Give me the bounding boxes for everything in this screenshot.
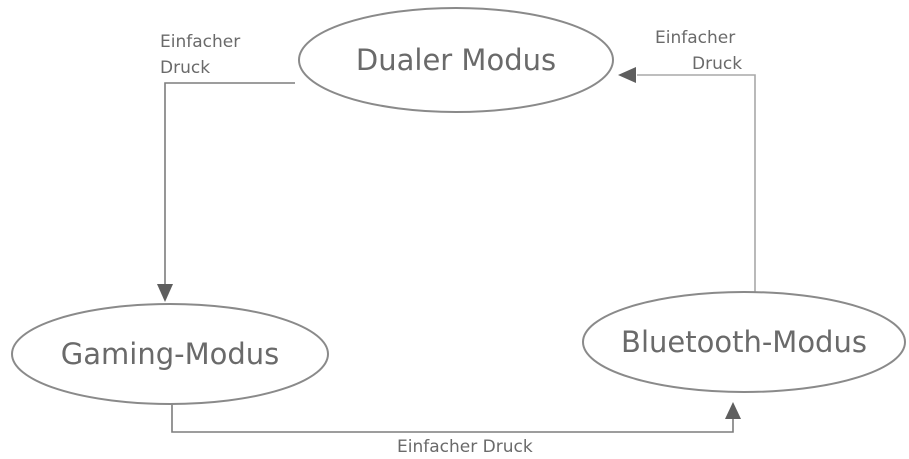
node-dualer-modus: Dualer Modus	[298, 7, 614, 113]
edge-line-gaming-to-bluetooth	[171, 404, 734, 433]
node-ellipse-bluetooth-modus	[582, 291, 906, 393]
edge-line-dual-to-gaming	[164, 82, 295, 285]
arrow-head-up-icon	[725, 402, 741, 419]
edge-label-gaming-to-bluetooth: Einfacher Druck	[397, 437, 533, 457]
node-label-bluetooth-modus: Bluetooth-Modus	[621, 325, 867, 359]
arrow-head-left-icon	[618, 67, 636, 83]
edge-label-dual-to-gaming-line1: Einfacher	[160, 32, 240, 52]
arrow-head-down-icon	[157, 284, 173, 302]
node-ellipse-dualer-modus	[298, 7, 614, 113]
node-bluetooth-modus: Bluetooth-Modus	[582, 291, 906, 393]
edge-line-bluetooth-to-dual	[637, 74, 756, 293]
edge-gaming-to-bluetooth: Einfacher Druck	[171, 402, 741, 457]
edge-label-bluetooth-to-dual-line1: Einfacher	[655, 28, 735, 48]
node-ellipse-gaming-modus	[11, 303, 329, 405]
node-gaming-modus: Gaming-Modus	[11, 303, 329, 405]
edge-label-dual-to-gaming-line2: Druck	[160, 58, 210, 78]
edge-bluetooth-to-dual: Einfacher Druck	[618, 28, 756, 293]
node-label-dualer-modus: Dualer Modus	[356, 43, 556, 77]
edge-label-bluetooth-to-dual-line2: Druck	[692, 54, 742, 74]
node-label-gaming-modus: Gaming-Modus	[61, 337, 279, 371]
edge-dual-to-gaming: Einfacher Druck	[157, 32, 295, 302]
